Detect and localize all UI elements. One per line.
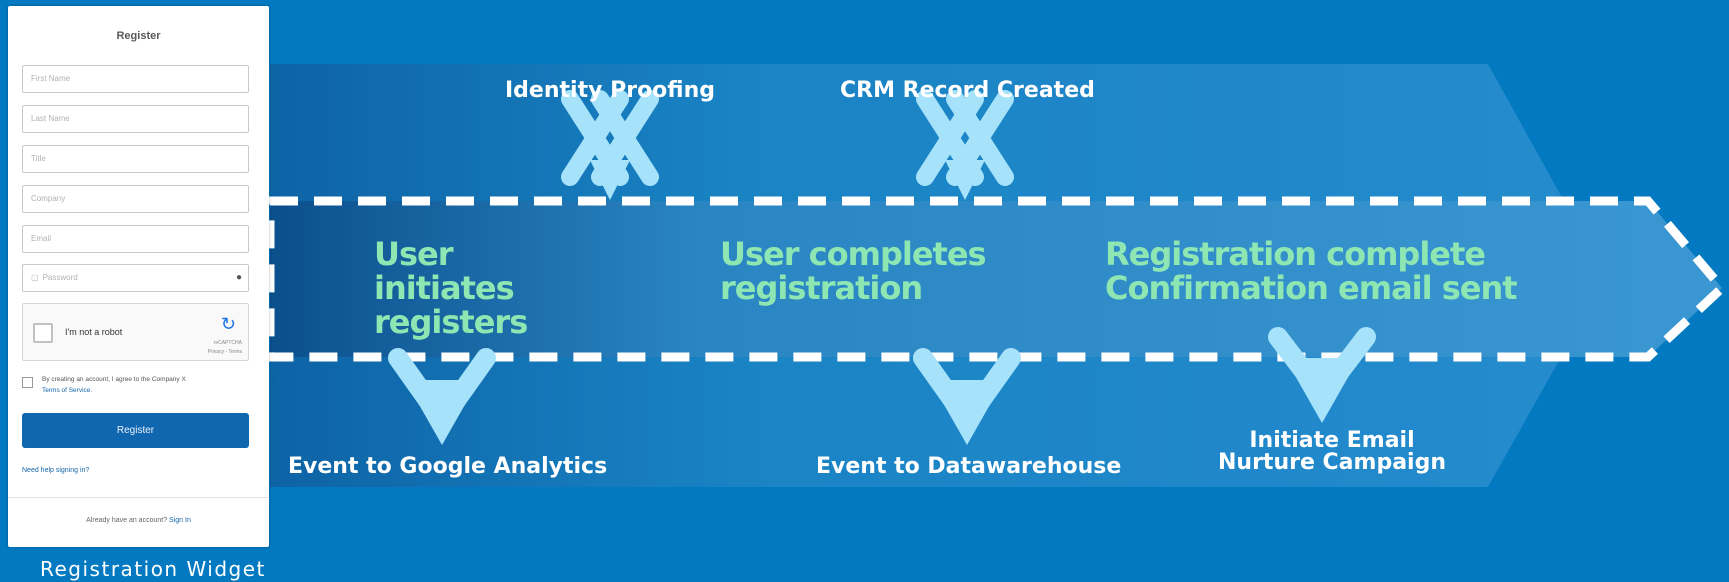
stage-line: User completes	[720, 235, 987, 273]
last-name-field[interactable]: Last Name	[22, 105, 249, 133]
crm-record-label: CRM Record Created	[840, 78, 1095, 103]
stage-initiates-registration: User initiates registers	[374, 235, 528, 341]
dashed-flow-border	[265, 196, 1729, 362]
stage-line: Confirmation email sent	[1105, 269, 1518, 307]
email-nurture-line: Nurture Campaign	[1218, 450, 1446, 475]
first-name-field[interactable]: First Name	[22, 65, 249, 93]
google-analytics-label: Event to Google Analytics	[288, 454, 608, 479]
recaptcha-brand: reCAPTCHA	[213, 340, 242, 346]
stage-registration-complete: Registration complete Confirmation email…	[1105, 235, 1518, 307]
widget-divider	[8, 497, 269, 498]
recaptcha-links[interactable]: Privacy - Terms	[207, 349, 242, 355]
identity-proofing-arrow-head	[590, 160, 630, 200]
sign-in-link[interactable]: Sign In	[169, 517, 191, 524]
recaptcha-checkbox[interactable]	[33, 323, 53, 343]
recaptcha-icon: ↻	[220, 314, 236, 334]
datawarehouse-arrow	[913, 348, 1021, 445]
widget-footer: Already have an account? Sign In	[8, 517, 269, 524]
password-field[interactable]: ▢Password ●	[22, 264, 249, 292]
title-field[interactable]: Title	[22, 145, 249, 173]
datawarehouse-label: Event to Datawarehouse	[816, 454, 1122, 479]
stage-line: User	[374, 235, 454, 273]
terms-of-service-link[interactable]: Terms of Service.	[42, 387, 93, 394]
need-help-link[interactable]: Need help signing in?	[22, 467, 90, 474]
crm-record-arrow-head	[945, 160, 985, 200]
terms-text-label: By creating an account, I agree to the C…	[42, 376, 186, 383]
terms-text: By creating an account, I agree to the C…	[42, 374, 252, 396]
recaptcha-label: I'm not a robot	[65, 327, 123, 337]
email-nurture-arrow	[1268, 327, 1376, 423]
footer-text: Already have an account?	[86, 517, 168, 524]
stage-completes-registration: User completes registration	[720, 235, 987, 307]
stage-line: Registration complete	[1105, 235, 1486, 273]
lock-icon: ▢	[31, 273, 39, 282]
terms-checkbox[interactable]	[22, 377, 33, 388]
email-nurture-label: Initiate Email Nurture Campaign	[1212, 430, 1452, 474]
stage-line: initiates	[374, 269, 515, 307]
register-button[interactable]: Register	[22, 413, 249, 448]
email-nurture-line: Initiate Email	[1249, 428, 1415, 453]
stage-line: registration	[720, 269, 923, 307]
identity-proofing-label: Identity Proofing	[505, 78, 716, 103]
email-field[interactable]: Email	[22, 225, 249, 253]
registration-flow-band	[270, 201, 1722, 357]
stage-line: registers	[374, 303, 528, 341]
show-password-icon[interactable]: ●	[235, 272, 242, 283]
google-analytics-arrow	[388, 348, 496, 445]
recaptcha-widget: I'm not a robot ↻ reCAPTCHA Privacy - Te…	[22, 303, 249, 361]
password-placeholder: Password	[42, 273, 78, 282]
company-field[interactable]: Company	[22, 185, 249, 213]
widget-title: Register	[116, 30, 161, 42]
widget-caption: Registration Widget	[40, 557, 266, 581]
registration-widget: Register First Name Last Name Title Comp…	[8, 6, 269, 547]
